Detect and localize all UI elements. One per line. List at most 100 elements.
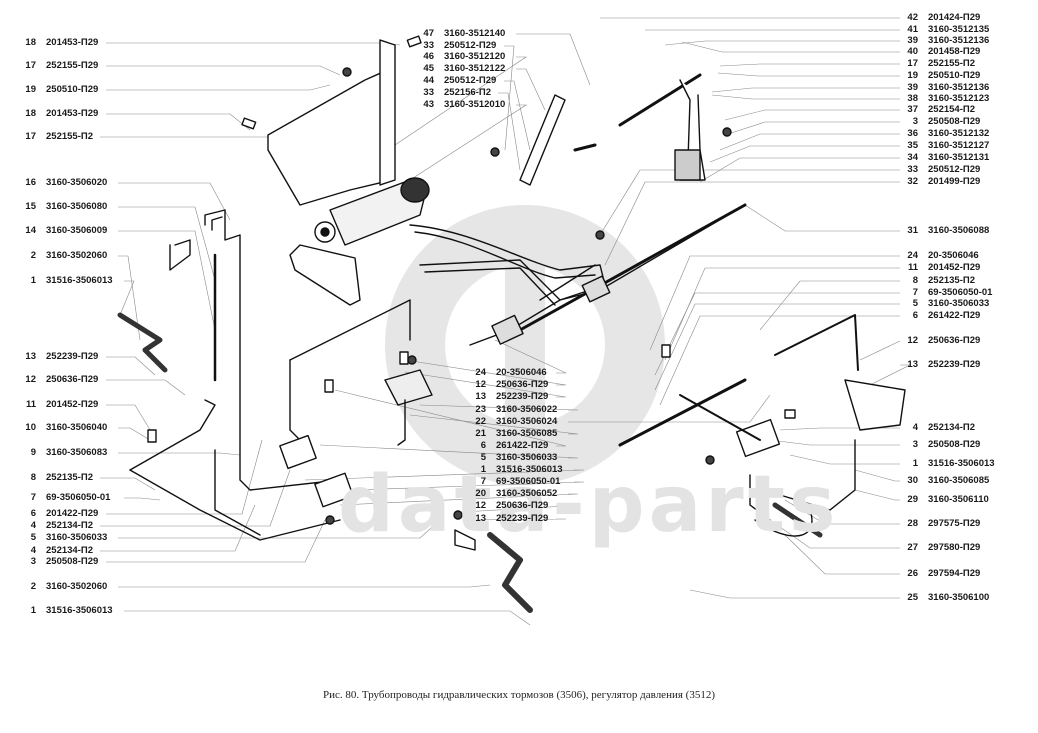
callout-number: 2 <box>30 250 36 261</box>
callout-number: 6 <box>912 310 918 321</box>
leader-line <box>118 182 231 221</box>
leader-line <box>689 589 900 599</box>
callout-number: 19 <box>25 84 36 95</box>
callout-number: 43 <box>423 99 434 110</box>
callout-number: 12 <box>475 500 486 511</box>
part-number: 20-3506046 <box>928 250 979 261</box>
leader-line <box>779 427 900 431</box>
part-number: 3160-3506100 <box>928 592 990 603</box>
part-number: 3160-3506085 <box>928 475 990 486</box>
leader-line <box>859 340 901 361</box>
part-number: 261422-П29 <box>496 440 549 451</box>
part-number: 31516-3506013 <box>46 275 113 286</box>
leader-line <box>649 255 900 351</box>
callout-number: 19 <box>907 70 918 81</box>
leader-line <box>711 94 900 100</box>
hose-clamp <box>754 509 813 537</box>
leader-line <box>854 489 900 501</box>
leader-line <box>106 65 341 76</box>
part-number: 252239-П29 <box>46 351 99 362</box>
part-number: 3160-3512120 <box>444 51 506 62</box>
bracket-flange <box>379 39 396 186</box>
part-number: 201453-П29 <box>46 37 99 48</box>
mounting-bracket <box>384 369 433 406</box>
leader-line <box>469 518 567 521</box>
callout-number: 24 <box>907 250 918 261</box>
leader-line <box>118 584 491 588</box>
callout-label: 2 3160-3502060 <box>20 250 108 261</box>
pipe-clamp <box>581 275 611 303</box>
callout-number: 5 <box>912 298 918 309</box>
part-number: 250508-П29 <box>928 116 981 127</box>
part-number: 201422-П29 <box>46 508 99 519</box>
part-number: 250508-П29 <box>928 439 981 450</box>
callout-number: 30 <box>907 475 918 486</box>
callout-number: 28 <box>907 518 918 529</box>
part-number: 3160-3506033 <box>496 452 558 463</box>
lever-arm <box>519 94 566 186</box>
part-number: 69-3506050-01 <box>46 492 111 503</box>
leader-line <box>719 63 900 67</box>
leader-line <box>494 339 567 374</box>
leader-line <box>604 181 900 266</box>
leader-line <box>409 414 579 435</box>
callout-number: 23 <box>475 404 486 415</box>
right-bracket <box>844 379 906 431</box>
callout-number: 5 <box>480 452 486 463</box>
callout-number: 11 <box>907 262 918 273</box>
callout-number: 13 <box>475 513 486 524</box>
callout-number: 2 <box>30 581 36 592</box>
leader-line <box>106 404 156 439</box>
leader-line <box>124 610 531 626</box>
callout-number: 29 <box>907 494 918 505</box>
bracket-plate <box>267 67 393 206</box>
part-number: 250636-П29 <box>496 379 549 390</box>
part-number: 252135-П2 <box>928 275 975 286</box>
leader-line <box>118 452 241 456</box>
callout-label: 24 20-3506046 <box>902 250 979 261</box>
figure-caption: Рис. 80. Трубопроводы гидравлических тор… <box>323 689 715 701</box>
leader-line <box>118 427 151 441</box>
callout-number: 7 <box>480 476 486 487</box>
part-number: 69-3506050-01 <box>928 287 993 298</box>
part-number: 250512-П29 <box>444 75 497 86</box>
part-number: 250510-П29 <box>46 84 99 95</box>
leader-line <box>599 169 900 236</box>
callout-number: 13 <box>475 391 486 402</box>
leader-line <box>709 145 900 163</box>
callout-number: 3 <box>30 556 36 567</box>
callout-number: 39 <box>907 35 918 46</box>
part-number: 3160-3512122 <box>444 63 506 74</box>
part-number: 201424-П29 <box>928 12 981 23</box>
part-number: 3160-3506022 <box>496 404 558 415</box>
part-number: 3160-3502060 <box>46 250 108 261</box>
callout-number: 38 <box>907 93 918 104</box>
